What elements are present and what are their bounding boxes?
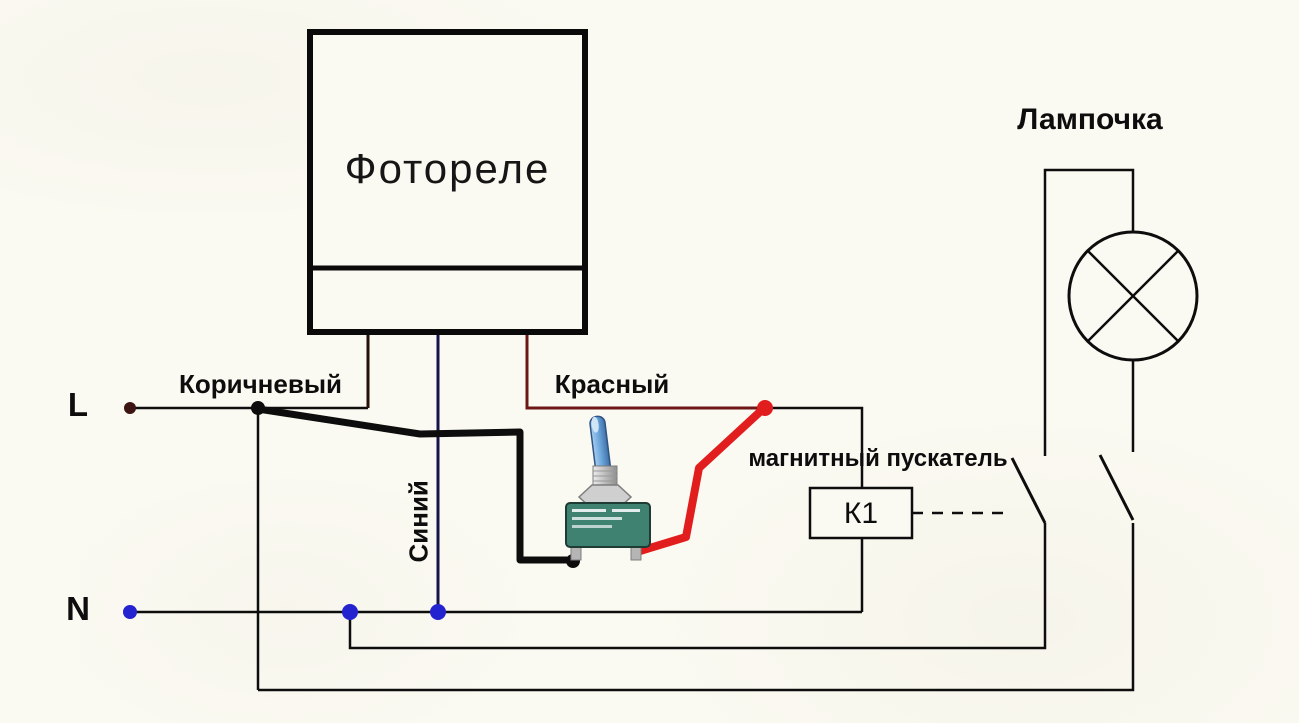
k1-coil-label: К1	[843, 497, 879, 530]
switch-red-wire-thick	[636, 405, 767, 555]
terminal-l-label: L	[67, 386, 89, 423]
red-output-wire-thin	[525, 332, 758, 410]
l-terminal-dot	[124, 402, 136, 414]
neutral-contact-wire	[348, 523, 1047, 650]
bottom-return-wire	[258, 523, 1135, 692]
photorelay-box	[307, 29, 588, 335]
k1-coil-box	[808, 486, 914, 540]
terminal-n-label: N	[66, 590, 90, 627]
lamp-top-wire	[1043, 168, 1135, 456]
n-junction-dot-1	[342, 604, 358, 620]
n-junction-dot-2	[430, 604, 446, 620]
n-terminal-dot	[123, 605, 137, 619]
brown-wire-label: Коричневый	[178, 369, 343, 399]
coil-feed-wire	[765, 406, 864, 488]
photorelay-label: Фотореле	[344, 145, 551, 192]
lamp-cross	[1087, 250, 1179, 342]
red-junction-dot	[757, 400, 773, 416]
switch-phase-wire-thick	[254, 405, 572, 564]
lamp-symbol	[1067, 230, 1199, 362]
lamp-label: Лампочка	[1017, 103, 1163, 136]
blue-wire-label: Синий	[403, 480, 434, 563]
l-junction-dot	[251, 401, 265, 415]
magnetic-starter-label: магнитный пускатель	[748, 445, 1008, 472]
contact-right-blade	[1098, 454, 1135, 521]
toggle-switch-icon	[565, 415, 651, 561]
contact-left-blade	[1010, 457, 1047, 524]
red-wire-label: Красный	[554, 369, 670, 399]
